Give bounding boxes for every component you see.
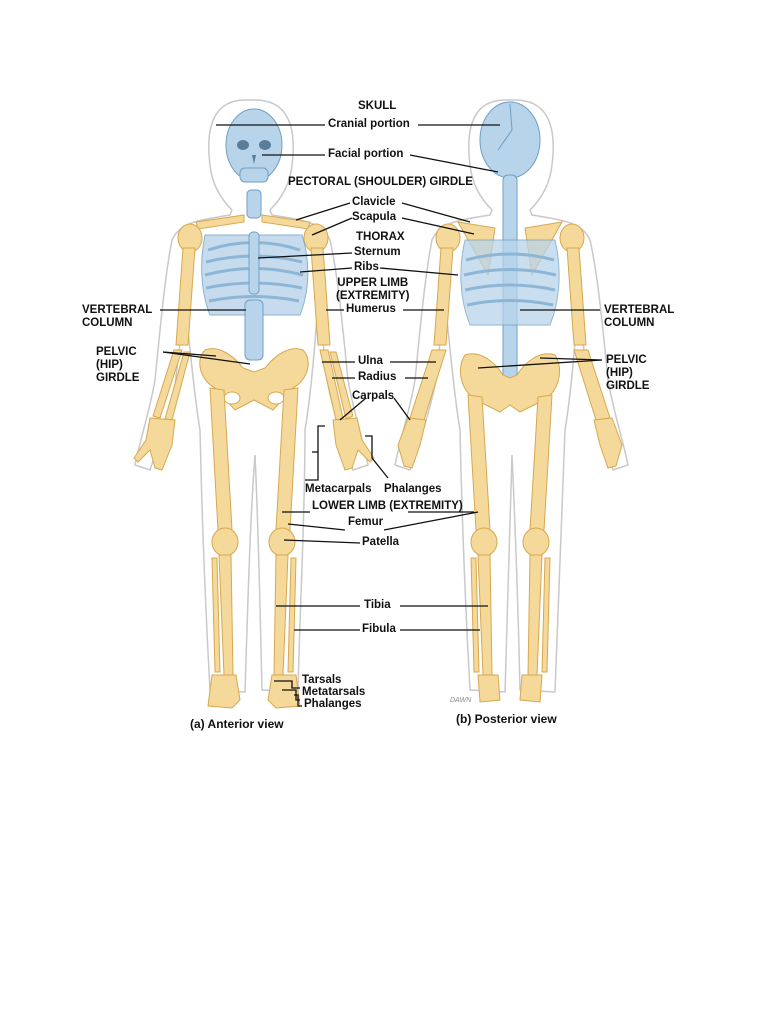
label-phalanges-hand: Phalanges	[384, 483, 442, 495]
anterior-femur-right	[275, 387, 299, 531]
anterior-hand-right	[332, 417, 375, 471]
label-pelvic-right-line1: PELVIC	[606, 354, 647, 366]
label-cranial-portion: Cranial portion	[328, 118, 410, 130]
anterior-forearm-right-b	[329, 351, 354, 420]
anterior-nasal-cavity	[252, 155, 256, 164]
posterior-figure	[394, 99, 629, 703]
anterior-tibia-left	[218, 554, 234, 676]
posterior-humerus-right	[566, 247, 587, 346]
posterior-hand-right	[593, 417, 623, 469]
posterior-rib-3	[464, 283, 556, 292]
anterior-foot-right	[267, 674, 301, 709]
label-vertebral-left-line2: COLUMN	[82, 317, 133, 329]
anterior-body-outline	[134, 99, 369, 693]
label-vertebral-left-line1: VERTEBRAL	[82, 304, 153, 316]
posterior-femur-right	[529, 394, 553, 531]
posterior-tibia-right	[527, 554, 543, 676]
posterior-forearm-left	[409, 349, 447, 421]
label-metacarpals: Metacarpals	[305, 483, 372, 495]
label-pelvic-left-line1: PELVIC	[96, 346, 137, 358]
label-pelvic-left-line2: (HIP)	[96, 359, 123, 371]
posterior-tibia-left	[477, 554, 493, 676]
anterior-forearm-left-a	[152, 349, 183, 419]
label-humerus: Humerus	[346, 303, 396, 315]
posterior-body-outline	[394, 99, 629, 693]
label-upper-limb-line1: UPPER LIMB	[337, 277, 409, 289]
label-femur: Femur	[348, 516, 384, 528]
anterior-obturator-right	[267, 391, 285, 405]
anterior-humerus-left	[175, 247, 196, 346]
anterior-fibula-left	[211, 557, 221, 673]
label-lower-limb: LOWER LIMB (EXTREMITY)	[312, 500, 463, 512]
anterior-lumbar-spine	[244, 299, 264, 361]
label-ribs: Ribs	[354, 261, 379, 273]
anterior-knee-left	[211, 527, 239, 557]
label-clavicle: Clavicle	[352, 196, 396, 208]
label-upper-limb: UPPER LIMB (EXTREMITY)	[336, 277, 409, 303]
label-thorax: THORAX	[356, 231, 405, 243]
anterior-figure	[133, 99, 375, 709]
label-tibia: Tibia	[364, 599, 391, 611]
posterior-skull	[479, 101, 541, 179]
posterior-rib-4	[466, 299, 554, 307]
leader-lines	[160, 124, 603, 707]
anterior-eye-socket-left	[237, 140, 249, 150]
label-metatarsals: Metatarsals	[302, 686, 366, 698]
posterior-heel-right	[519, 674, 543, 703]
anterior-hand-left	[133, 417, 176, 471]
posterior-heel-left	[477, 674, 501, 703]
anterior-tibia-right	[273, 554, 289, 676]
posterior-femur-left	[467, 394, 491, 531]
posterior-ribcage	[460, 239, 560, 326]
anterior-humerus-right	[310, 247, 331, 346]
label-facial-portion: Facial portion	[328, 148, 404, 160]
caption-posterior-view: (b) Posterior view	[456, 712, 557, 726]
artist-signature: DAWN	[450, 697, 472, 704]
label-pelvic-left-line3: GIRDLE	[96, 372, 140, 384]
posterior-skull-suture	[497, 103, 513, 151]
anterior-femur-left	[209, 387, 233, 531]
posterior-fibula-left	[470, 557, 480, 673]
label-pectoral-girdle: PECTORAL (SHOULDER) GIRDLE	[288, 176, 473, 188]
anterior-foot-left	[207, 674, 241, 709]
label-pelvic-right-line2: (HIP)	[606, 367, 633, 379]
posterior-rib-1	[465, 252, 555, 262]
label-fibula: Fibula	[362, 623, 396, 635]
posterior-hand-left	[397, 417, 427, 469]
label-vertebral-right-line1: VERTEBRAL	[604, 304, 675, 316]
posterior-rib-2	[463, 268, 557, 277]
label-scapula: Scapula	[352, 211, 397, 223]
label-pelvic-girdle-left: PELVIC (HIP) GIRDLE	[96, 346, 139, 385]
posterior-humerus-left	[433, 247, 454, 346]
anterior-obturator-left	[223, 391, 241, 405]
anterior-jaw	[239, 167, 269, 183]
label-tarsals: Tarsals	[302, 674, 342, 686]
anterior-eye-socket-right	[259, 140, 271, 150]
label-radius: Radius	[358, 371, 397, 383]
posterior-knee-left	[470, 527, 498, 557]
label-carpals: Carpals	[352, 390, 395, 402]
label-phalanges-foot: Phalanges	[304, 698, 362, 710]
label-upper-limb-line2: (EXTREMITY)	[336, 290, 410, 302]
label-vertebral-column-right: VERTEBRAL COLUMN	[604, 304, 674, 330]
anterior-sternum	[248, 231, 260, 295]
label-patella: Patella	[362, 536, 400, 548]
label-skull: SKULL	[358, 100, 397, 112]
anterior-neck-vertebrae	[246, 189, 262, 219]
anterior-patella-right	[268, 527, 296, 557]
anterior-fibula-right	[287, 557, 297, 673]
label-sternum: Sternum	[354, 246, 401, 258]
label-ulna: Ulna	[358, 355, 383, 367]
posterior-fibula-right	[541, 557, 551, 673]
label-pelvic-girdle-right: PELVIC (HIP) GIRDLE	[606, 354, 649, 393]
label-pelvic-right-line3: GIRDLE	[606, 380, 650, 392]
anterior-rib-5	[208, 295, 300, 303]
posterior-knee-right	[522, 527, 550, 557]
caption-anterior-view: (a) Anterior view	[190, 717, 284, 731]
label-vertebral-right-line2: COLUMN	[604, 317, 655, 329]
label-vertebral-column-left: VERTEBRAL COLUMN	[82, 304, 152, 330]
